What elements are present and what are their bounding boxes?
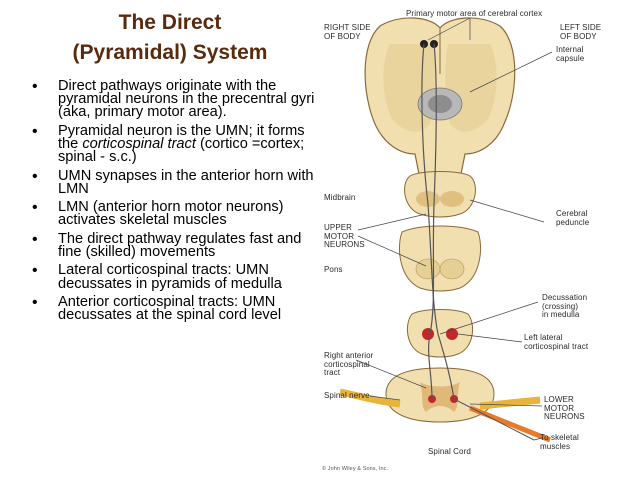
label-to-skeletal-muscles: To skeletal muscles	[540, 433, 579, 451]
label-internal-capsule: Internal capsule	[556, 45, 585, 63]
title-line-1: The Direct	[118, 11, 222, 34]
bullet-item: Direct pathways originate with the pyram…	[30, 79, 320, 120]
label-spinal-cord: Spinal Cord	[428, 447, 471, 456]
bullet-list: Direct pathways originate with the pyram…	[30, 79, 320, 328]
label-right-anterior-tract: Right anterior corticospinal tract	[324, 351, 374, 377]
label-decussation: Decussation (crossing) in medulla	[542, 293, 588, 319]
midbrain-section	[404, 171, 476, 218]
label-spinal-nerve: Spinal nerve	[324, 391, 370, 400]
italic-term: corticospinal tract	[82, 136, 196, 152]
label-lower-motor-neurons: LOWER MOTOR NEURONS	[544, 395, 585, 421]
label-cerebral-peduncle: Cerebral peduncle	[556, 209, 590, 227]
medulla-section	[406, 309, 474, 358]
label-pons: Pons	[324, 265, 343, 274]
label-upper-motor-neurons: UPPER MOTOR NEURONS	[324, 223, 365, 249]
slide-title: The Direct (Pyramidal) System	[30, 8, 310, 68]
pathway-illustration	[339, 17, 553, 443]
spinal-cord-section	[339, 367, 551, 443]
copyright-text: © John Wiley & Sons, Inc.	[322, 466, 389, 472]
corticospinal-tract-lines	[421, 43, 535, 441]
bullet-item: Lateral corticospinal tracts: UMN decuss…	[30, 263, 320, 291]
pyramidal-pathway-figure: Primary motor area of cerebral cortex RI…	[320, 4, 636, 476]
label-left-lateral-tract: Left lateral corticospinal tract	[524, 333, 589, 351]
bullet-item: The direct pathway regulates fast and fi…	[30, 231, 320, 259]
label-primary-motor: Primary motor area of cerebral cortex	[406, 9, 543, 18]
label-midbrain: Midbrain	[324, 193, 356, 202]
bullet-item: UMN synapses in the anterior horn with L…	[30, 168, 320, 196]
pons-section	[399, 225, 481, 292]
label-left-side: LEFT SIDE OF BODY	[560, 23, 602, 41]
bullet-item: Pyramidal neuron is the UMN; it forms th…	[30, 123, 320, 164]
bullet-item: Anterior corticospinal tracts: UMN decus…	[30, 295, 320, 323]
leader-lines	[355, 17, 553, 441]
cerebrum-section	[364, 17, 516, 180]
bullet-item: LMN (anterior horn motor neurons) activa…	[30, 200, 320, 228]
label-right-side: RIGHT SIDE OF BODY	[324, 23, 371, 41]
title-line-2: (Pyramidal) System	[72, 41, 268, 64]
